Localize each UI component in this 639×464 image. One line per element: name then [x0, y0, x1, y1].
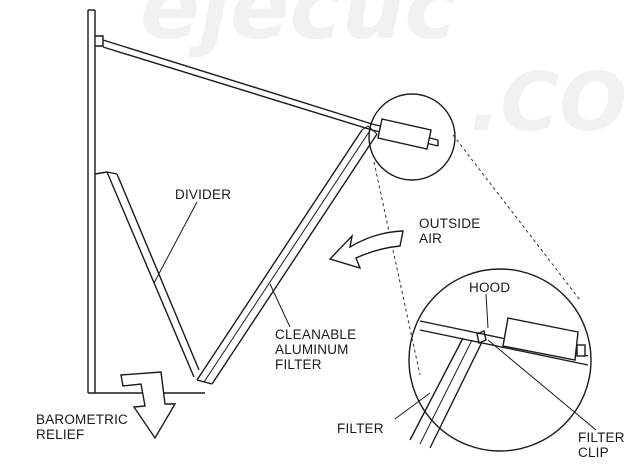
- label-filter-line3: FILTER: [275, 357, 322, 372]
- label-filter-line1: CLEANABLE: [275, 327, 356, 342]
- label-barometric-line1: BAROMETRIC: [36, 412, 128, 427]
- label-divider: DIVIDER: [175, 187, 231, 202]
- label-outside-air-line2: AIR: [419, 231, 442, 246]
- back-panel: [87, 9, 205, 394]
- label-filter-clip-line1: FILTER: [578, 430, 625, 445]
- filter-detail-leader: [394, 392, 431, 420]
- hood-top-panel: [102, 39, 439, 150]
- divider-leader: [153, 201, 198, 284]
- barometric-relief-arrow: [120, 371, 177, 440]
- watermark-bottom: .CO: [470, 56, 627, 149]
- label-filter-line2: ALUMINUM: [275, 342, 349, 357]
- label-barometric-line2: RELIEF: [36, 427, 84, 442]
- cleanable-aluminum-filter: [196, 125, 378, 385]
- label-outside-air-line1: OUTSIDE: [419, 216, 480, 231]
- label-filter-detail: FILTER: [337, 421, 384, 436]
- filter-clip-leader: [487, 339, 597, 431]
- label-hood: HOOD: [469, 280, 510, 295]
- divider-panel: [94, 171, 200, 378]
- filter-leader: [269, 283, 291, 328]
- label-filter-clip-line2: CLIP: [578, 445, 609, 460]
- hood-leader: [485, 293, 489, 329]
- watermark-top: ejecuc: [140, 0, 457, 59]
- detail-enlarged-view: [408, 268, 592, 452]
- projection-line-left: [373, 161, 421, 376]
- outside-air-arrow: [328, 230, 404, 270]
- projection-line-right: [452, 134, 581, 301]
